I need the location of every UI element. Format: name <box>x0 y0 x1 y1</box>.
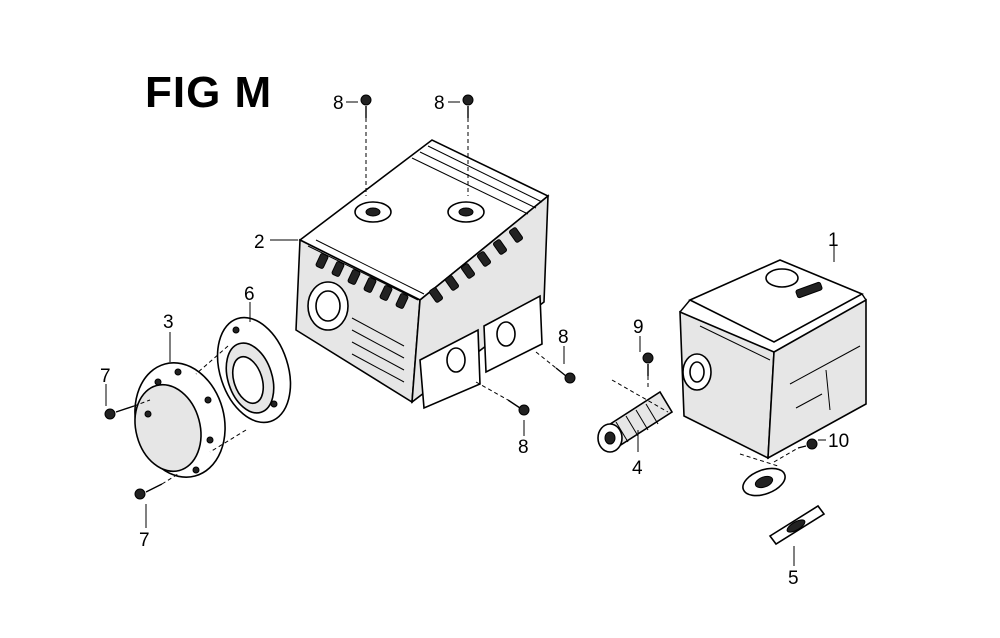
alignment-lines <box>133 118 799 485</box>
bolt-7-upper <box>104 405 135 420</box>
callout-8-top-right: 8 <box>434 93 445 114</box>
figure-title: FIG M <box>145 68 273 117</box>
bolt-8-lower <box>507 399 530 416</box>
callout-9: 9 <box>633 317 644 338</box>
callout-6: 6 <box>244 284 255 305</box>
exhaust-gasket-part <box>216 316 292 424</box>
screw-9 <box>642 352 654 376</box>
callout-8-lower: 8 <box>518 437 529 458</box>
bolt-8-top-right <box>462 94 474 118</box>
callout-8-top-left: 8 <box>333 93 344 114</box>
muffler-gasket-part <box>768 504 826 546</box>
callout-2: 2 <box>254 232 265 253</box>
callout-1: 1 <box>828 230 839 251</box>
spark-arrester-part <box>597 390 674 453</box>
screw-10 <box>797 438 818 450</box>
callout-4: 4 <box>632 458 643 479</box>
callout-7-upper: 7 <box>100 366 111 387</box>
bolt-8-top-left <box>360 94 372 118</box>
callout-7-lower: 7 <box>139 530 150 551</box>
callout-8-side: 8 <box>558 327 569 348</box>
bolt-8-side <box>555 367 576 384</box>
bolt-7-lower <box>134 483 163 500</box>
muffler-body-part <box>679 259 867 497</box>
muffler-protector-part <box>295 139 550 410</box>
leader-lines <box>105 101 835 566</box>
callout-5: 5 <box>788 568 799 589</box>
callout-3: 3 <box>163 312 174 333</box>
callout-10: 10 <box>828 431 849 452</box>
exhaust-cap-part <box>134 362 226 478</box>
